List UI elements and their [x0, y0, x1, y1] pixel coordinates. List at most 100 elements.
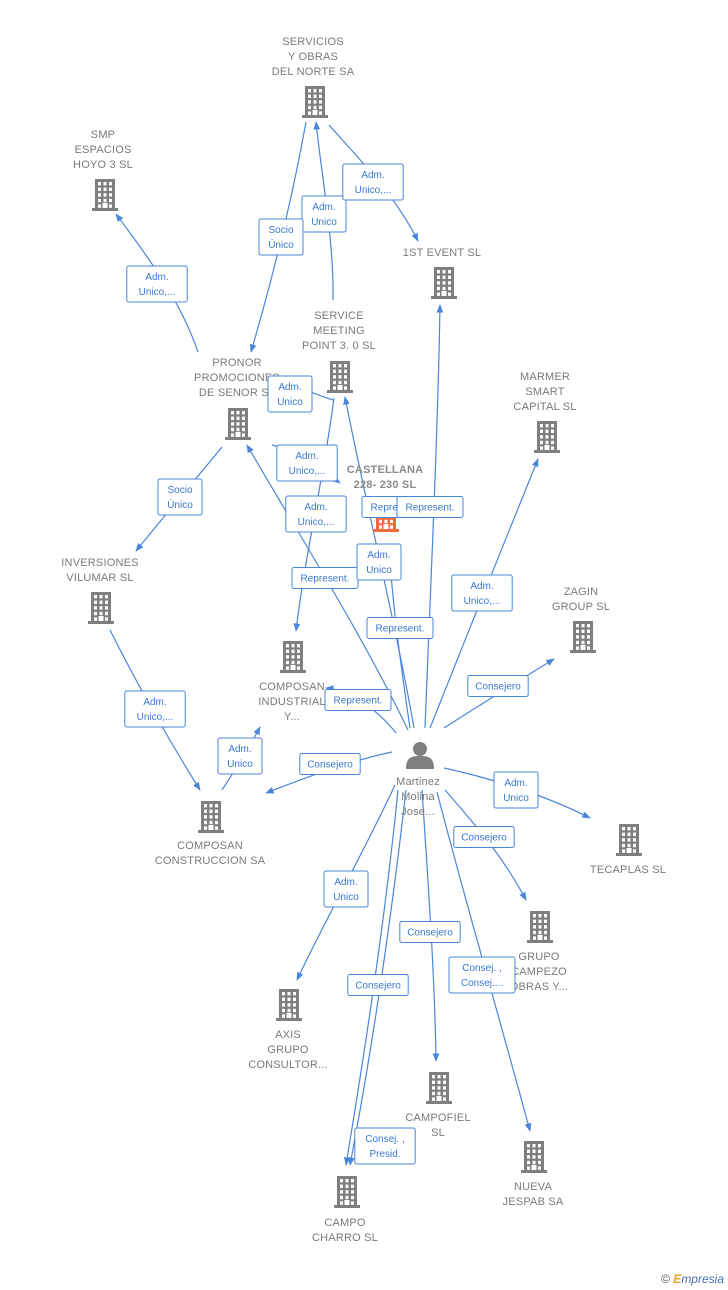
edge-label-text: Socio [268, 225, 293, 236]
node-label-nuevajespab: JESPAB SA [503, 1196, 564, 1208]
node-label-smp: SMP [91, 129, 115, 141]
edge-label-text: Consej. , [365, 1134, 404, 1145]
brand-watermark: © Empresia [661, 1272, 724, 1286]
building-icon [302, 86, 328, 118]
edge-label-text: Represent. [376, 624, 425, 635]
edge-label-text: Adm. [367, 550, 390, 561]
brand-logo-e: E [673, 1272, 682, 1286]
node-label-composancon: CONSTRUCCION SA [155, 855, 266, 867]
edge-label-text: Unico [277, 397, 303, 408]
edge-label-text: Unico [366, 565, 392, 576]
building-icon [88, 592, 114, 624]
edge-label-text: Adm. [143, 697, 166, 708]
edge-label-text: Presid. [369, 1149, 400, 1160]
edge-label-e4[interactable]: Adm.Unico,... [126, 265, 188, 303]
edge-label-e19[interactable]: Adm.Unico [493, 771, 539, 809]
node-label-marmer: MARMER [520, 371, 570, 383]
edge-label-e9[interactable]: Represent. [291, 567, 359, 589]
edge-label-e18[interactable]: Adm.Unico [217, 737, 263, 775]
node-grupocampezo[interactable]: GRUPO CAMPEZO OBRAS Y... [510, 911, 568, 993]
edge-label-e3[interactable]: Adm.Unico,... [342, 163, 404, 201]
node-label-grupocampezo: GRUPO [518, 951, 560, 963]
building-icon [426, 1072, 452, 1104]
building-icon [616, 824, 642, 856]
node-label-campocharro: CHARRO SL [312, 1232, 378, 1244]
edge-label-e20[interactable]: Consejero [453, 826, 515, 848]
edge-label-e22[interactable]: Consejero [399, 921, 461, 943]
edge-label-text: Consejero [407, 928, 453, 939]
edge-label-e15[interactable]: Represent. [324, 689, 392, 711]
edge-label-e7[interactable]: Adm. Unico,... [276, 444, 338, 482]
node-label-composanind: INDUSTRIAL [258, 696, 325, 708]
edge-label-e16[interactable]: Consejero [299, 753, 361, 775]
building-icon [570, 621, 596, 653]
edge-label-text: Consejero [355, 981, 401, 992]
building-icon [334, 1176, 360, 1208]
node-label-axis: CONSULTOR... [248, 1059, 328, 1071]
edge-label-e11[interactable]: Represent. [366, 617, 434, 639]
node-label-pronor: PROMOCIONES [194, 372, 280, 384]
person-icon [406, 742, 434, 769]
node-composanind[interactable]: COMPOSANINDUSTRIALY... [258, 641, 326, 723]
building-icon [92, 179, 118, 211]
edge-label-text: Consejero [461, 833, 507, 844]
node-label-campofiel: SL [431, 1127, 445, 1139]
edge-label-e17[interactable]: Adm.Unico,... [124, 690, 186, 728]
edge-label-text: Único [268, 238, 294, 251]
edge-label-text: Unico [333, 892, 359, 903]
edge-label-e23[interactable]: Consej. , Consej.... [448, 956, 516, 994]
edge-label-text: Unico,... [139, 287, 176, 298]
node-label-grupocampezo: CAMPEZO [511, 966, 567, 978]
edge-label-e10[interactable]: Adm. Unico [356, 543, 402, 581]
building-icon [276, 989, 302, 1021]
node-label-servicios: DEL NORTE SA [272, 66, 355, 78]
edge-label-e24[interactable]: Consejero [347, 974, 409, 996]
node-axis[interactable]: AXISGRUPOCONSULTOR... [248, 989, 328, 1071]
edge-label-text: Consej.... [461, 978, 503, 989]
edge-label-e25[interactable]: Consej. , Presid. [354, 1127, 416, 1165]
copyright-symbol: © [661, 1272, 670, 1286]
node-label-grupocampezo: OBRAS Y... [510, 981, 568, 993]
edge-label-e1[interactable]: Adm.Unico [301, 195, 347, 233]
edge-label-e13[interactable]: Adm.Unico,... [451, 574, 513, 612]
edge-label-e5[interactable]: Adm.Unico [267, 375, 313, 413]
node-label-marmer: SMART [525, 386, 564, 398]
edge-label-e21[interactable]: Adm.Unico [323, 870, 369, 908]
edge-label-text: Adm. [361, 170, 384, 181]
edge-label-e26[interactable]: Represent. [396, 496, 464, 518]
node-label-firstevent: 1ST EVENT SL [403, 247, 481, 259]
edge-label-text: Unico [227, 759, 253, 770]
node-label-pronor: PRONOR [212, 357, 261, 369]
edge-label-text: Consej. , [462, 963, 501, 974]
node-label-composanind: COMPOSAN [259, 681, 325, 693]
node-label-martinez: Martinez [396, 776, 440, 788]
edge-label-e14[interactable]: Consejero [467, 675, 529, 697]
edge-label-e8[interactable]: Adm.Unico,... [285, 495, 347, 533]
edge-label-text: Unico,... [289, 466, 326, 477]
edge-labels-layer: Adm.UnicoSocioÚnicoAdm.Unico,...Adm.Unic… [124, 163, 539, 1165]
node-label-composancon: COMPOSAN [177, 840, 243, 852]
edge-label-text: Adm. [312, 202, 335, 213]
node-label-servicios: Y OBRAS [288, 51, 338, 63]
edge-label-text: Represent. [301, 574, 350, 585]
node-label-martinez: Jose... [401, 806, 435, 818]
edge-label-text: Adm. [295, 451, 318, 462]
node-composancon[interactable]: COMPOSAN CONSTRUCCION SA [155, 801, 266, 867]
edge-label-text: Represent. [334, 696, 383, 707]
edge-label-text: Consejero [307, 760, 353, 771]
node-martinez[interactable]: MartinezMolinaJose... [396, 742, 440, 818]
node-tecaplas[interactable]: TECAPLAS SL [590, 824, 666, 876]
node-firstevent[interactable]: 1ST EVENT SL [403, 247, 481, 299]
